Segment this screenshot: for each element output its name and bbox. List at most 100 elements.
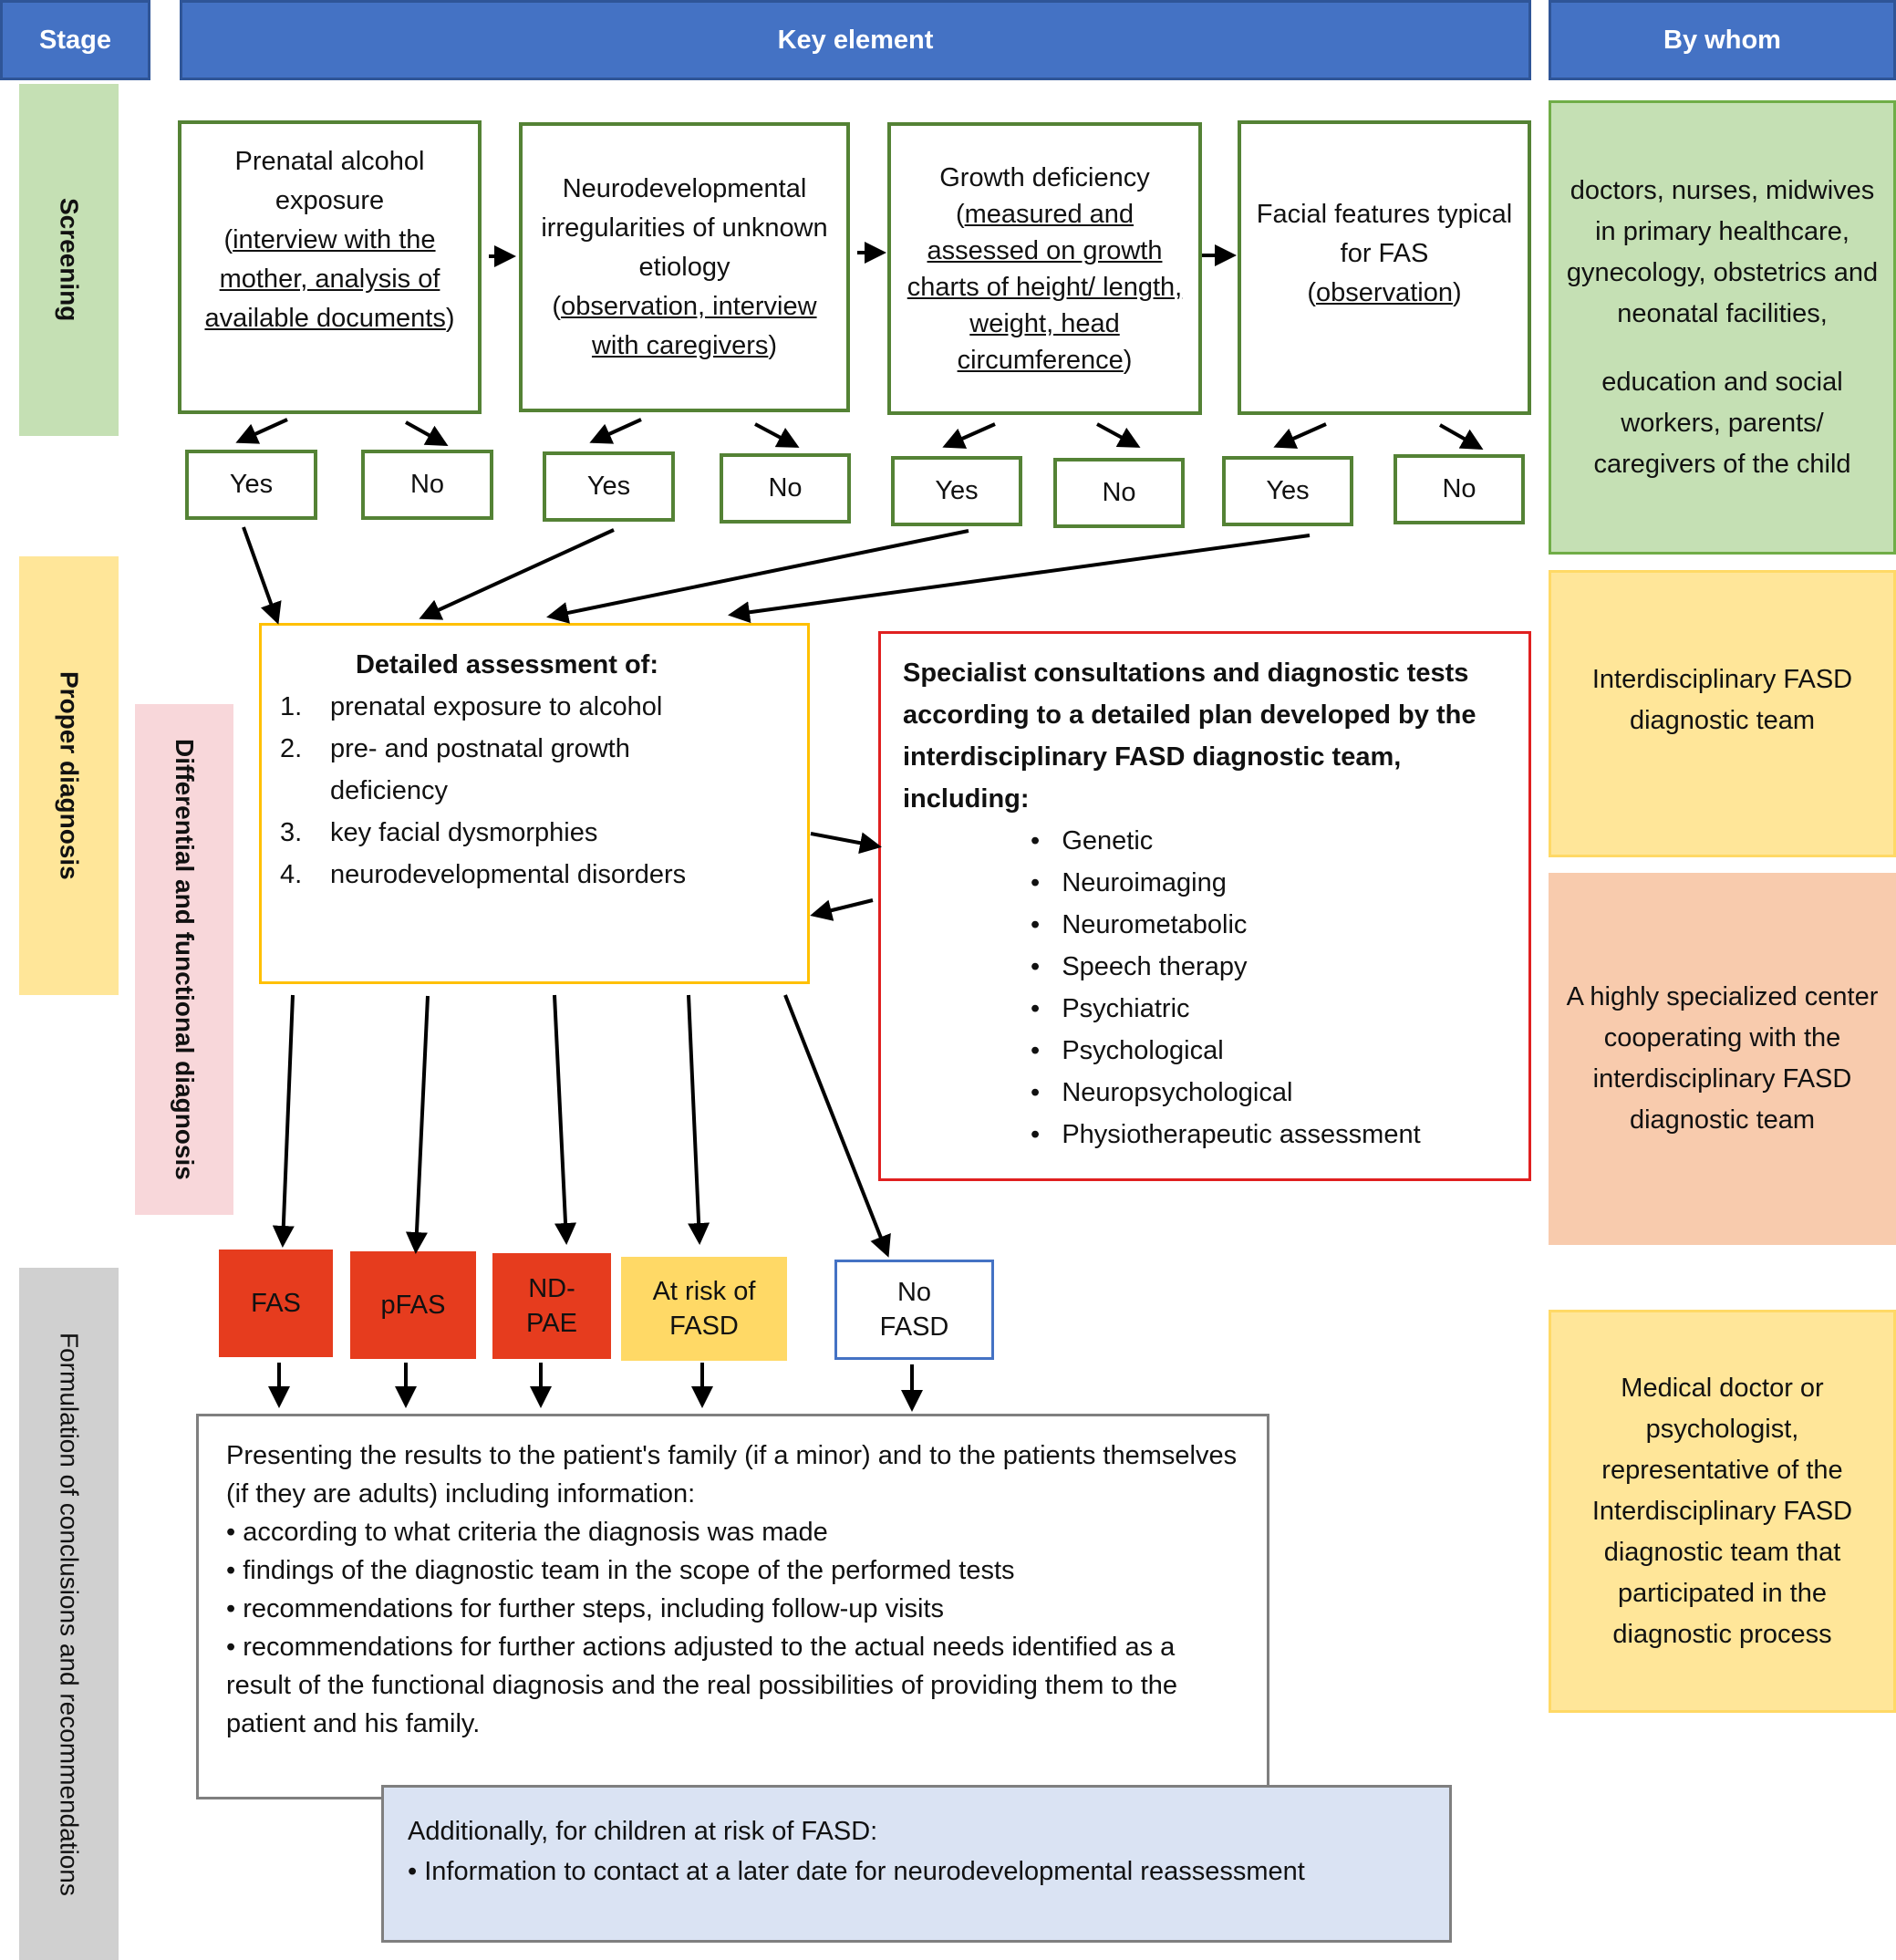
flow-arrow: [235, 418, 288, 444]
flow-arrow: [242, 526, 282, 625]
outcome-label: FAS: [251, 1289, 301, 1318]
by-whom-header-label: By whom: [1663, 25, 1781, 55]
flow-arrow: [419, 528, 615, 620]
yes-label: Yes: [229, 470, 274, 499]
presenting-item-text: findings of the diagnostic team in the s…: [243, 1556, 1015, 1585]
stage-proper-diagnosis: Proper diagnosis: [19, 556, 119, 995]
item-number: 3.: [280, 818, 303, 847]
who-formulation-text: Medical doctor or psychologist, represen…: [1591, 1373, 1853, 1649]
who-proper-text: Interdisciplinary FASD diagnostic team: [1591, 665, 1853, 735]
specialist-item: • Physiotherapeutic assessment: [1031, 1120, 1421, 1149]
no-box: No: [1053, 458, 1185, 528]
screening-title: Facial features typical for FAS: [1256, 200, 1513, 268]
no-label: No: [1442, 474, 1476, 503]
flow-arrow: [1273, 422, 1327, 449]
specialist-item: • Genetic: [1031, 826, 1154, 856]
who-formulation: Medical doctor or psychologist, represen…: [1549, 1310, 1896, 1713]
no-label: No: [768, 473, 803, 503]
flow-arrow: [1439, 423, 1484, 450]
no-box: No: [720, 453, 851, 524]
item-text: neurodevelopmental disorders: [330, 860, 687, 889]
who-specialist: A highly specialized center cooperating …: [1549, 873, 1896, 1245]
screening-title: Growth deficiency: [939, 162, 1150, 192]
yes-label: Yes: [1266, 476, 1310, 505]
outcome-pfas: pFAS: [350, 1251, 476, 1359]
screening-detail: measured and assessed on growth charts o…: [907, 199, 1183, 375]
stage-screening-label: Screening: [55, 198, 84, 322]
presenting-item: • recommendations for further steps, inc…: [226, 1594, 945, 1623]
stage-screening: Screening: [19, 84, 119, 436]
flow-arrow: [942, 422, 996, 449]
specialist-item: • Psychiatric: [1031, 994, 1190, 1023]
detailed-assessment-box: Detailed assessment of: 1.prenatal expos…: [259, 623, 810, 984]
specialist-item-text: Psychological: [1062, 1036, 1224, 1065]
specialist-item-text: Neuroimaging: [1062, 868, 1227, 897]
additional-intro: Additionally, for children at risk of FA…: [408, 1817, 878, 1846]
outcome-label: At risk of FASD: [652, 1277, 756, 1341]
detailed-title: Detailed assessment of:: [355, 650, 658, 679]
flow-arrow: [272, 994, 295, 1248]
presenting-item-text: recommendations for further actions adju…: [226, 1633, 1178, 1738]
outcome-label: pFAS: [380, 1291, 446, 1320]
screening-detail: observation, interview with caregivers: [561, 291, 817, 360]
yes-box: Yes: [185, 450, 317, 520]
screening-title: Prenatal alcohol exposure: [234, 147, 425, 215]
specialist-item-text: Neuropsychological: [1062, 1078, 1293, 1107]
flow-arrow: [405, 420, 449, 446]
specialist-box: Specialist consultations and diagnostic …: [878, 631, 1531, 1181]
item-text: key facial dysmorphies: [330, 818, 598, 847]
outcome-nd-pae: ND-PAE: [492, 1253, 611, 1359]
who-specialist-text: A highly specialized center cooperating …: [1566, 982, 1879, 1135]
screening-detail: observation: [1316, 278, 1453, 307]
specialist-item: • Neuroimaging: [1031, 868, 1227, 897]
who-screening-medical: doctors, nurses, midwives in primary hea…: [1566, 175, 1879, 328]
item-text: pre- and postnatal growth deficiency: [330, 734, 630, 805]
presenting-item-text: recommendations for further steps, inclu…: [243, 1594, 945, 1623]
specialist-item-text: Genetic: [1062, 826, 1154, 856]
additional-item-text: Information to contact at a later date f…: [424, 1857, 1305, 1886]
who-screening-social: education and social workers, parents/ c…: [1593, 367, 1851, 479]
stage-differential-label: Differential and functional diagnosis: [171, 739, 199, 1180]
additional-item: • Information to contact at a later date…: [408, 1857, 1305, 1886]
flow-arrow: [687, 994, 710, 1245]
stage-differential: Differential and functional diagnosis: [135, 704, 233, 1215]
specialist-item: • Neurometabolic: [1031, 910, 1248, 939]
flow-arrow: [553, 994, 577, 1245]
yes-label: Yes: [935, 476, 979, 505]
yes-label: Yes: [586, 472, 631, 501]
key-element-header: Key element: [180, 0, 1531, 80]
key-element-header-label: Key element: [777, 25, 934, 55]
screening-title: Neurodevelopmental irregularities of unk…: [541, 173, 828, 282]
stage-formulation: Formulation of conclusions and recommend…: [19, 1268, 119, 1960]
specialist-item: • Psychological: [1031, 1036, 1224, 1065]
yes-box: Yes: [543, 451, 675, 522]
specialist-item-text: Psychiatric: [1062, 994, 1190, 1023]
screening-box-growth: Growth deficiency(measured and assessed …: [887, 122, 1202, 415]
presenting-item: • recommendations for further actions ad…: [226, 1633, 1178, 1738]
flow-arrow: [754, 422, 800, 448]
flow-arrow: [589, 418, 642, 444]
item-number: 2.: [280, 734, 303, 763]
outcome-at-risk: At risk of FASD: [621, 1257, 787, 1361]
stage-proper-label: Proper diagnosis: [55, 671, 84, 880]
specialist-item: • Neuropsychological: [1031, 1078, 1293, 1107]
presenting-item: • according to what criteria the diagnos…: [226, 1518, 828, 1547]
who-proper: Interdisciplinary FASD diagnostic team: [1549, 570, 1896, 857]
stage-header: Stage: [0, 0, 150, 80]
screening-box-neurodevelopmental: Neurodevelopmental irregularities of unk…: [519, 122, 850, 412]
presenting-item-text: according to what criteria the diagnosis…: [243, 1518, 828, 1547]
stage-header-label: Stage: [39, 25, 111, 55]
specialist-item-text: Physiotherapeutic assessment: [1062, 1120, 1421, 1149]
yes-box: Yes: [891, 456, 1022, 526]
flow-arrow: [783, 994, 891, 1258]
flow-arrow: [405, 995, 430, 1254]
presenting-intro: Presenting the results to the patient's …: [226, 1441, 1238, 1509]
no-box: No: [361, 450, 493, 520]
screening-box-facial: Facial features typical for FAS(observat…: [1238, 120, 1531, 415]
flow-arrow: [546, 529, 969, 624]
presenting-results-box: Presenting the results to the patient's …: [196, 1414, 1269, 1799]
item-text: prenatal exposure to alcohol: [330, 692, 663, 721]
presenting-item: • findings of the diagnostic team in the…: [226, 1556, 1015, 1585]
item-number: 4.: [280, 860, 303, 889]
